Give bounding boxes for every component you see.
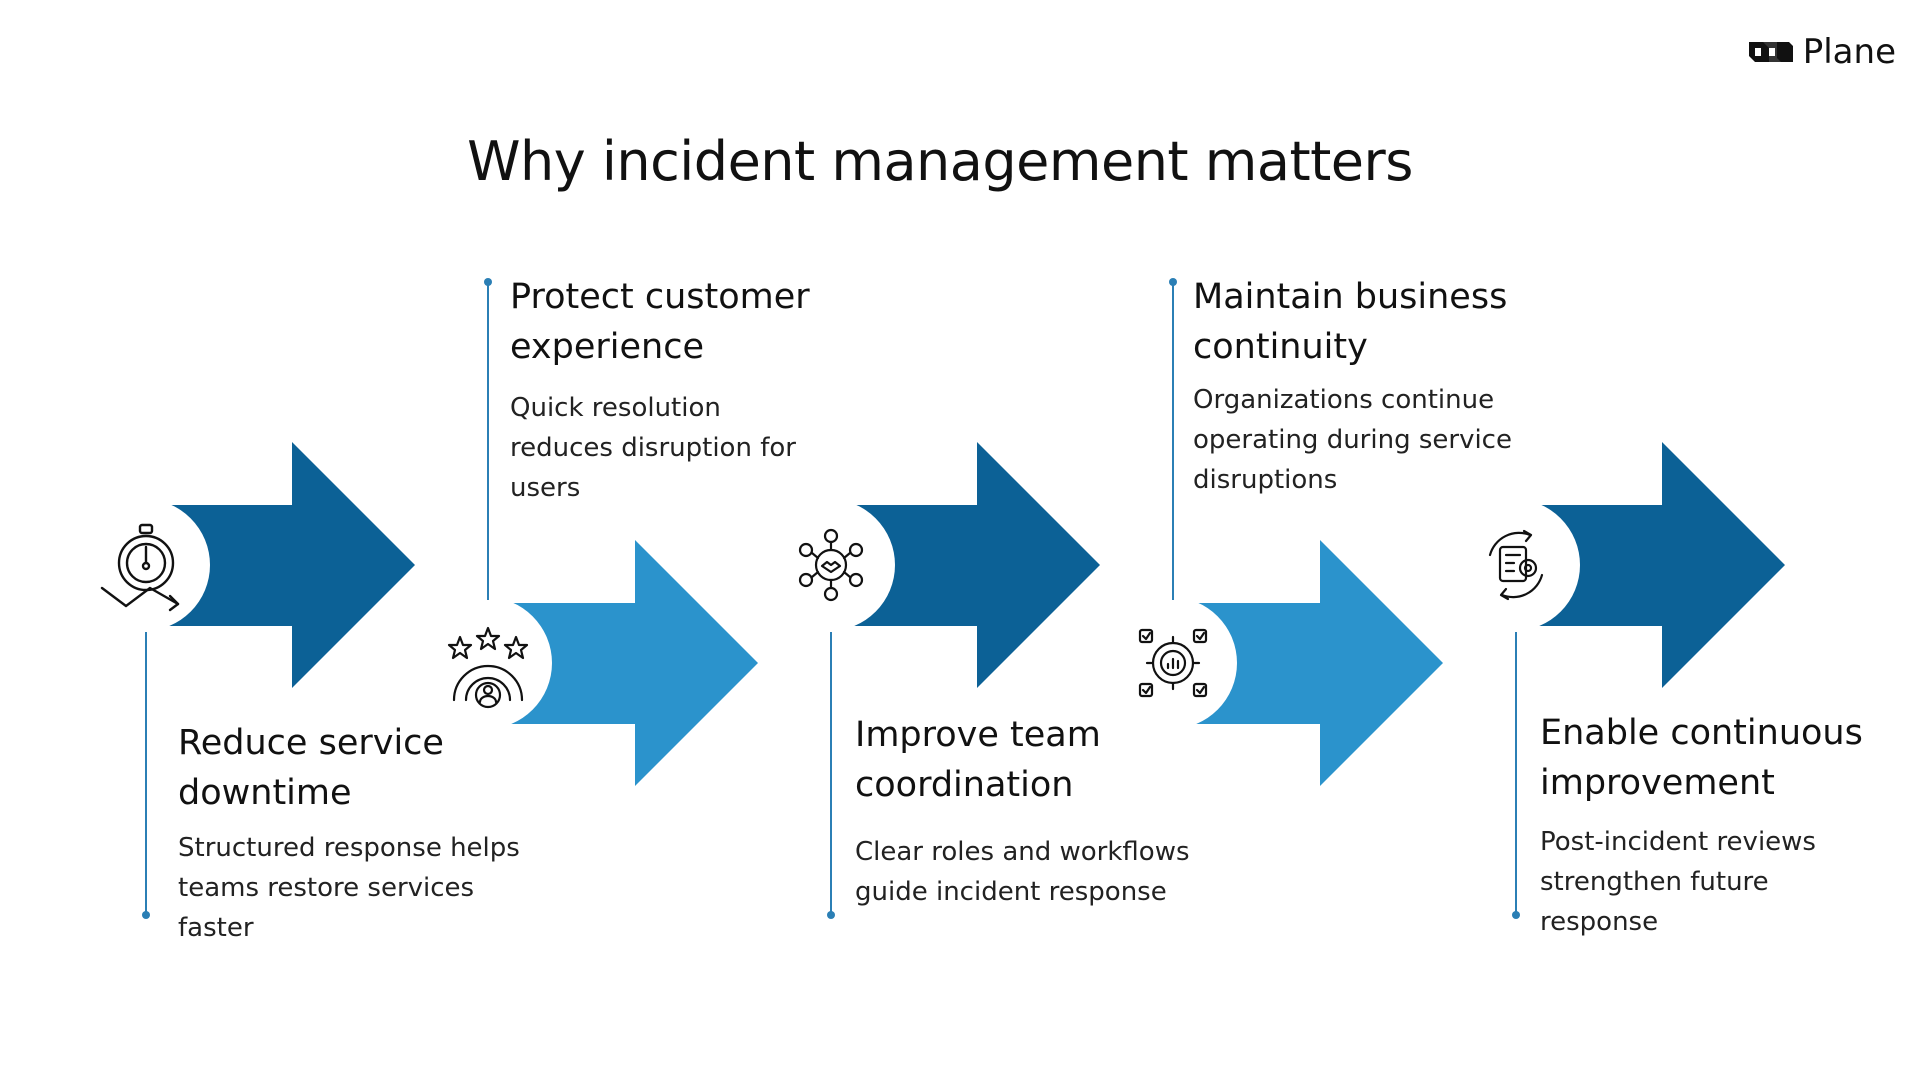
plane-logo-icon <box>1748 42 1793 62</box>
step-4-text: Maintain business continuity Organizatio… <box>1193 272 1533 500</box>
step-description: Organizations continue operating during … <box>1193 385 1512 495</box>
brand-name: Plane <box>1802 32 1896 72</box>
cycle-report-icon <box>1488 529 1544 601</box>
step-heading: Improve team coordination <box>855 715 1101 805</box>
gear-checklist-icon <box>1138 628 1208 698</box>
step-description: Structured response helps teams restore … <box>178 833 520 943</box>
step-heading: Enable continuous improvement <box>1540 713 1863 803</box>
step-heading: Maintain business continuity <box>1193 277 1508 367</box>
step-5-text: Enable continuous improvement Post-incid… <box>1540 708 1880 942</box>
brand: Plane <box>1747 32 1896 72</box>
step-2-text: Protect customer experience Quick resolu… <box>510 272 830 508</box>
connector-line-1 <box>142 632 150 919</box>
step-heading: Protect customer experience <box>510 277 810 367</box>
step-1-text: Reduce service downtime Structured respo… <box>178 718 548 948</box>
arrow-step-2 <box>420 540 758 786</box>
customer-rating-icon <box>447 626 529 709</box>
stopwatch-trend-icon <box>100 523 180 612</box>
step-description: Clear roles and workflows guide incident… <box>855 837 1190 907</box>
connector-line-2 <box>484 278 492 600</box>
arrow-step-1 <box>78 442 415 688</box>
connector-line-5 <box>1512 632 1520 919</box>
step-heading: Reduce service downtime <box>178 723 444 813</box>
arrow-step-5 <box>1448 442 1785 688</box>
connector-line-3 <box>827 632 835 919</box>
team-network-icon <box>798 528 864 602</box>
step-description: Post-incident reviews strengthen future … <box>1540 827 1816 937</box>
step-description: Quick resolution reduces disruption for … <box>510 393 796 503</box>
page-title: Why incident management matters <box>467 130 1413 193</box>
connector-line-4 <box>1169 278 1177 600</box>
arrow-step-3 <box>763 442 1100 688</box>
step-3-text: Improve team coordination Clear roles an… <box>855 710 1215 912</box>
